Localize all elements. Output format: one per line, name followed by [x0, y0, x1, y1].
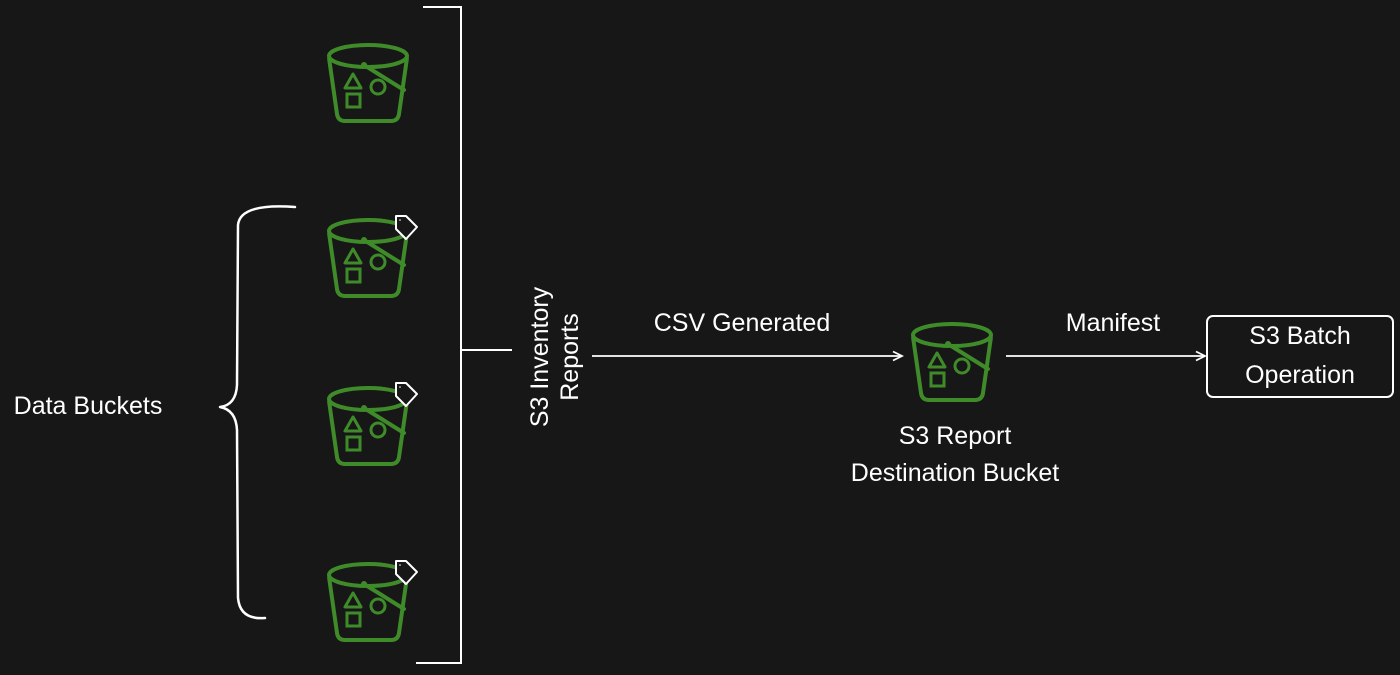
inventory-reports-label-line1: S3 Inventory — [526, 286, 554, 427]
s3-bucket-icon — [327, 218, 409, 298]
csv-generated-label: CSV Generated — [654, 309, 831, 337]
manifest-label: Manifest — [1066, 309, 1161, 337]
s3-bucket-icon — [327, 43, 409, 123]
report-bucket-label-line1: S3 Report — [899, 422, 1012, 450]
batch-operation-box — [1206, 315, 1394, 398]
s3-report-bucket-icon — [911, 322, 993, 402]
data-buckets-label: Data Buckets — [14, 392, 163, 420]
batch-operation-label-line1: S3 Batch — [1249, 322, 1350, 350]
report-bucket-label-line2: Destination Bucket — [851, 459, 1060, 487]
square-bracket — [416, 6, 512, 664]
inventory-reports-label-line2: Reports — [556, 313, 584, 401]
s3-bucket-icon — [327, 386, 409, 466]
s3-bucket-icon — [327, 562, 409, 642]
tag-icon — [395, 382, 418, 407]
curly-brace — [218, 205, 297, 620]
batch-operation-label-line2: Operation — [1245, 361, 1355, 389]
